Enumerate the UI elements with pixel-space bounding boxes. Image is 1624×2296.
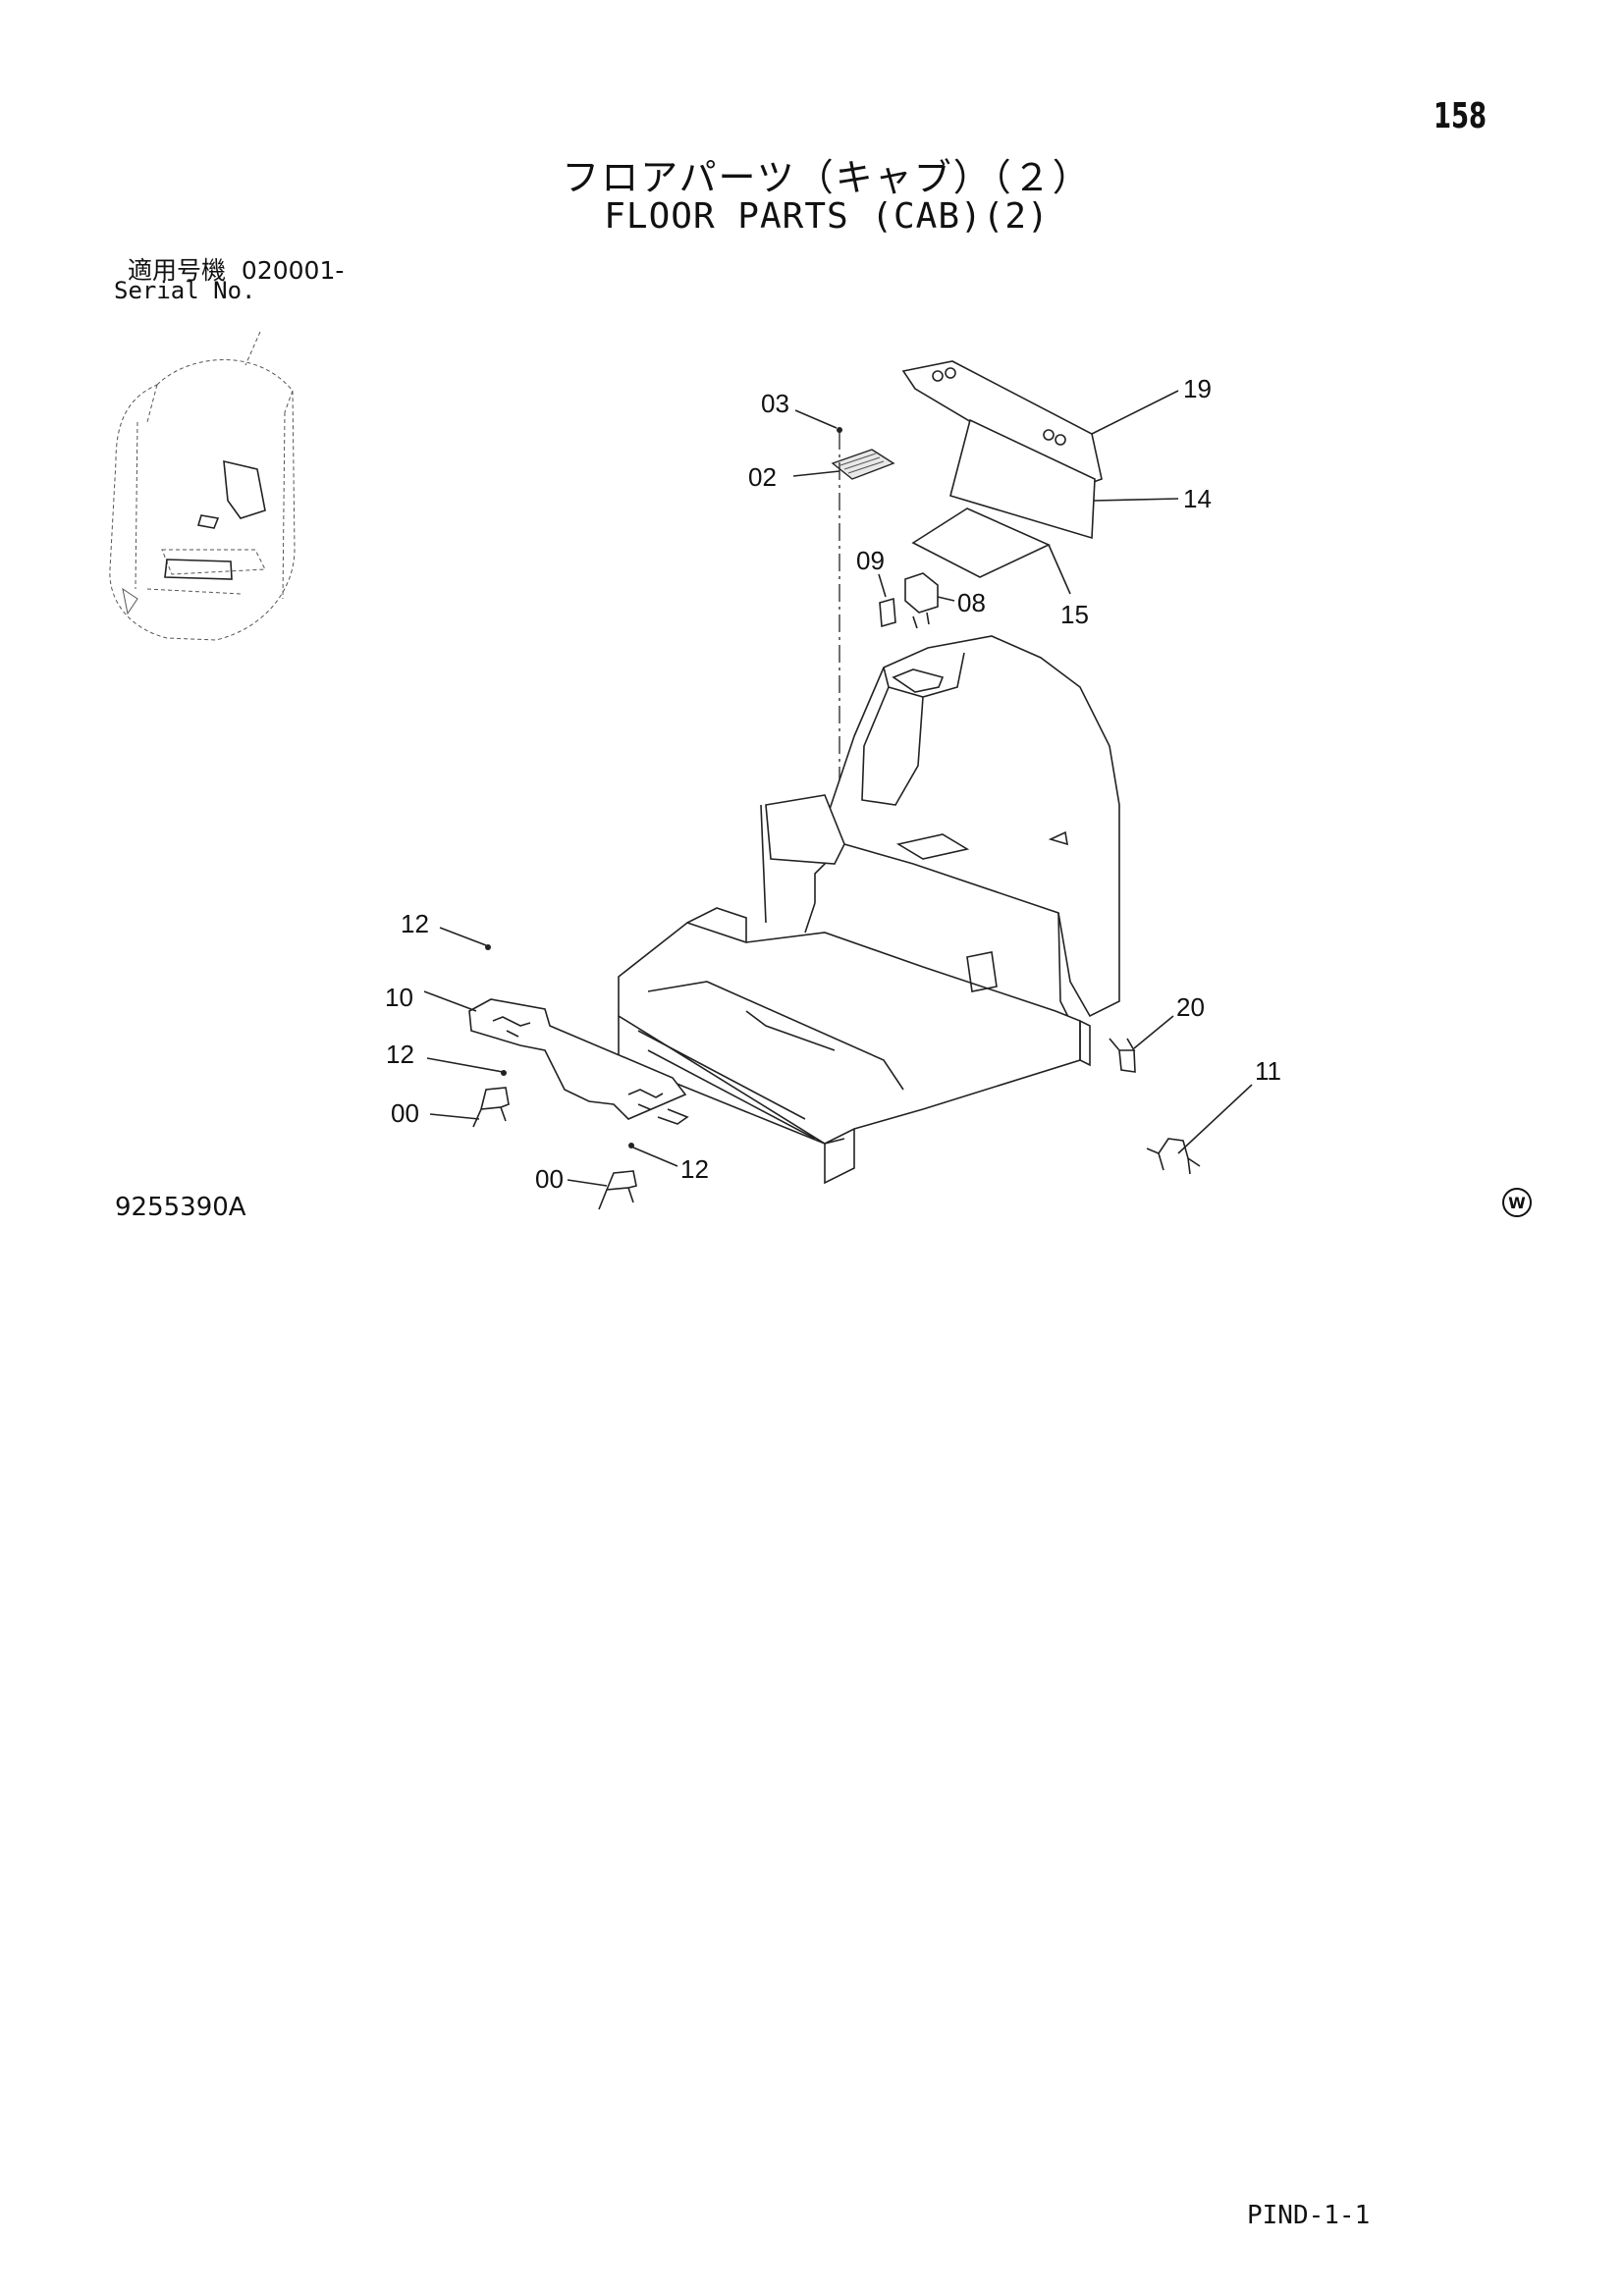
callout-15: 15 bbox=[1060, 600, 1089, 629]
cab-thumbnail bbox=[109, 331, 296, 641]
part-14-mat bbox=[949, 418, 1096, 540]
callout-14: 14 bbox=[1183, 484, 1212, 513]
part-00-clip-a bbox=[472, 1087, 510, 1128]
part-12-screw-b bbox=[501, 1070, 507, 1076]
page-title-japanese: フロアパーツ（キャブ）（２） bbox=[562, 156, 1092, 199]
leader-lines bbox=[423, 390, 1253, 1187]
callout-08: 08 bbox=[957, 588, 986, 617]
figure-id: 9255390A bbox=[115, 1193, 246, 1222]
part-02-grille bbox=[831, 449, 895, 480]
part-08-switch bbox=[904, 572, 939, 629]
callout-02: 02 bbox=[748, 462, 777, 492]
callout-11: 11 bbox=[1255, 1056, 1281, 1086]
parts-diagram: 03 02 19 14 09 08 15 12 10 12 00 00 12 2… bbox=[109, 331, 1281, 1210]
callout-12-c: 12 bbox=[680, 1154, 709, 1184]
w-mark-icon: W bbox=[1502, 1188, 1532, 1217]
callout-12-a: 12 bbox=[401, 909, 429, 938]
part-12-screw-a bbox=[485, 944, 491, 950]
part-03-screw bbox=[837, 427, 842, 433]
footer-reference: PIND-1-1 bbox=[1247, 2201, 1371, 2230]
part-10-bracket bbox=[468, 998, 689, 1125]
serial-label-jp-text: 適用号機 bbox=[128, 256, 227, 285]
callout-19: 19 bbox=[1183, 374, 1212, 403]
page-number: 158 bbox=[1434, 96, 1488, 136]
callout-00-a: 00 bbox=[391, 1098, 419, 1128]
callout-00-b: 00 bbox=[535, 1164, 564, 1194]
callout-20: 20 bbox=[1176, 992, 1205, 1022]
part-11-bracket bbox=[1146, 1138, 1201, 1175]
serial-label-japanese: 適用号機 020001- bbox=[128, 251, 344, 287]
callout-09: 09 bbox=[856, 546, 885, 575]
part-20-bracket bbox=[1109, 1038, 1136, 1073]
serial-value: 020001- bbox=[241, 256, 345, 285]
callout-03: 03 bbox=[761, 389, 789, 418]
part-09-tag bbox=[879, 597, 896, 628]
serial-label-english: Serial No. bbox=[114, 277, 256, 304]
part-12-screw-c bbox=[628, 1143, 634, 1148]
callout-12-b: 12 bbox=[386, 1040, 414, 1069]
callout-10: 10 bbox=[385, 983, 413, 1012]
part-15-sheet bbox=[911, 507, 1051, 578]
page-title-english: FLOOR PARTS (CAB)(2) bbox=[604, 196, 1050, 237]
part-00-clip-b bbox=[598, 1170, 637, 1210]
cab-floor-frame bbox=[618, 635, 1120, 1185]
part-19-plate bbox=[901, 360, 1103, 488]
